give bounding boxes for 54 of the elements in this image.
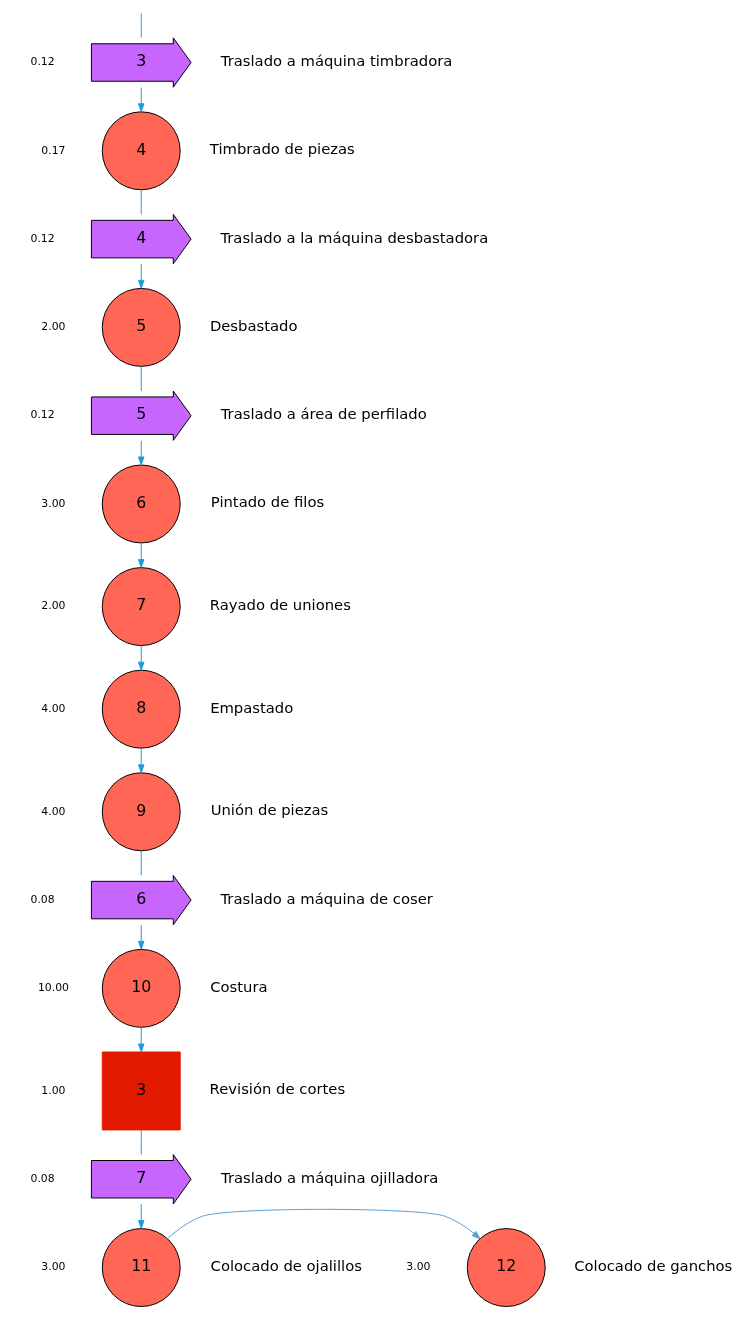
node-label: 10.00 bbox=[37, 981, 69, 995]
connector bbox=[140, 12, 142, 39]
arrow bbox=[137, 924, 145, 950]
node-label: 2.00 bbox=[41, 599, 66, 613]
node-box: 3 bbox=[101, 1051, 181, 1131]
node-label: 4.00 bbox=[41, 804, 66, 818]
node-label: Unión de piezas bbox=[210, 801, 329, 819]
arrow bbox=[137, 747, 145, 774]
node-circle: 7 bbox=[101, 567, 181, 647]
arrow bbox=[137, 1026, 145, 1053]
node-label: 0.17 bbox=[41, 143, 66, 157]
node-label: 0.12 bbox=[30, 55, 55, 69]
node-label: 0.08 bbox=[30, 892, 55, 906]
node-label: 0.12 bbox=[30, 408, 55, 422]
node-label: Colocado de ojalillos bbox=[210, 1257, 362, 1275]
arrow bbox=[137, 645, 145, 671]
arrow bbox=[137, 1203, 145, 1229]
connector bbox=[140, 189, 142, 215]
node-circle: 6 bbox=[101, 464, 181, 544]
node-label: Traslado a máquina timbradora bbox=[220, 51, 453, 69]
node-label: 3.00 bbox=[406, 1260, 431, 1274]
node-circle: 9 bbox=[101, 772, 181, 852]
arrow bbox=[137, 263, 145, 289]
arrow bbox=[137, 440, 145, 466]
node-circle: 5 bbox=[101, 287, 181, 367]
node-label: Revisión de cortes bbox=[209, 1080, 346, 1098]
node-label: 2.00 bbox=[41, 320, 66, 334]
node-label: Pintado de filos bbox=[210, 493, 325, 511]
connector bbox=[140, 850, 142, 876]
node-label: Timbrado de piezas bbox=[209, 140, 355, 158]
node-label: Traslado a máquina de coser bbox=[220, 889, 433, 907]
arrow bbox=[137, 542, 145, 568]
node-label: 3.00 bbox=[41, 496, 66, 510]
node-circle: 4 bbox=[101, 111, 181, 191]
arrow bbox=[137, 87, 145, 113]
node-label: 0.08 bbox=[30, 1172, 55, 1186]
node-label: Empastado bbox=[210, 698, 294, 716]
node-label: Desbastado bbox=[209, 316, 298, 334]
node-label: 3.00 bbox=[41, 1260, 66, 1274]
node-label: Traslado a área de perfilado bbox=[220, 405, 427, 423]
connector bbox=[140, 1129, 142, 1155]
node-label: Costura bbox=[210, 977, 268, 995]
node-label: 1.00 bbox=[41, 1083, 66, 1097]
node-label: Colocado de ganchos bbox=[574, 1257, 733, 1275]
node-label: Traslado a máquina ojilladora bbox=[221, 1168, 439, 1186]
node-circle: 10 bbox=[101, 948, 181, 1028]
node-label: 0.12 bbox=[30, 231, 55, 245]
node-label: Rayado de uniones bbox=[209, 596, 351, 614]
node-label: 4.00 bbox=[41, 701, 66, 715]
node-label: Traslado a la máquina desbastadora bbox=[220, 228, 489, 246]
node-circle: 11 bbox=[101, 1228, 181, 1307]
connector bbox=[140, 366, 142, 392]
arrow bbox=[167, 1208, 481, 1240]
node-circle: 8 bbox=[101, 669, 181, 749]
